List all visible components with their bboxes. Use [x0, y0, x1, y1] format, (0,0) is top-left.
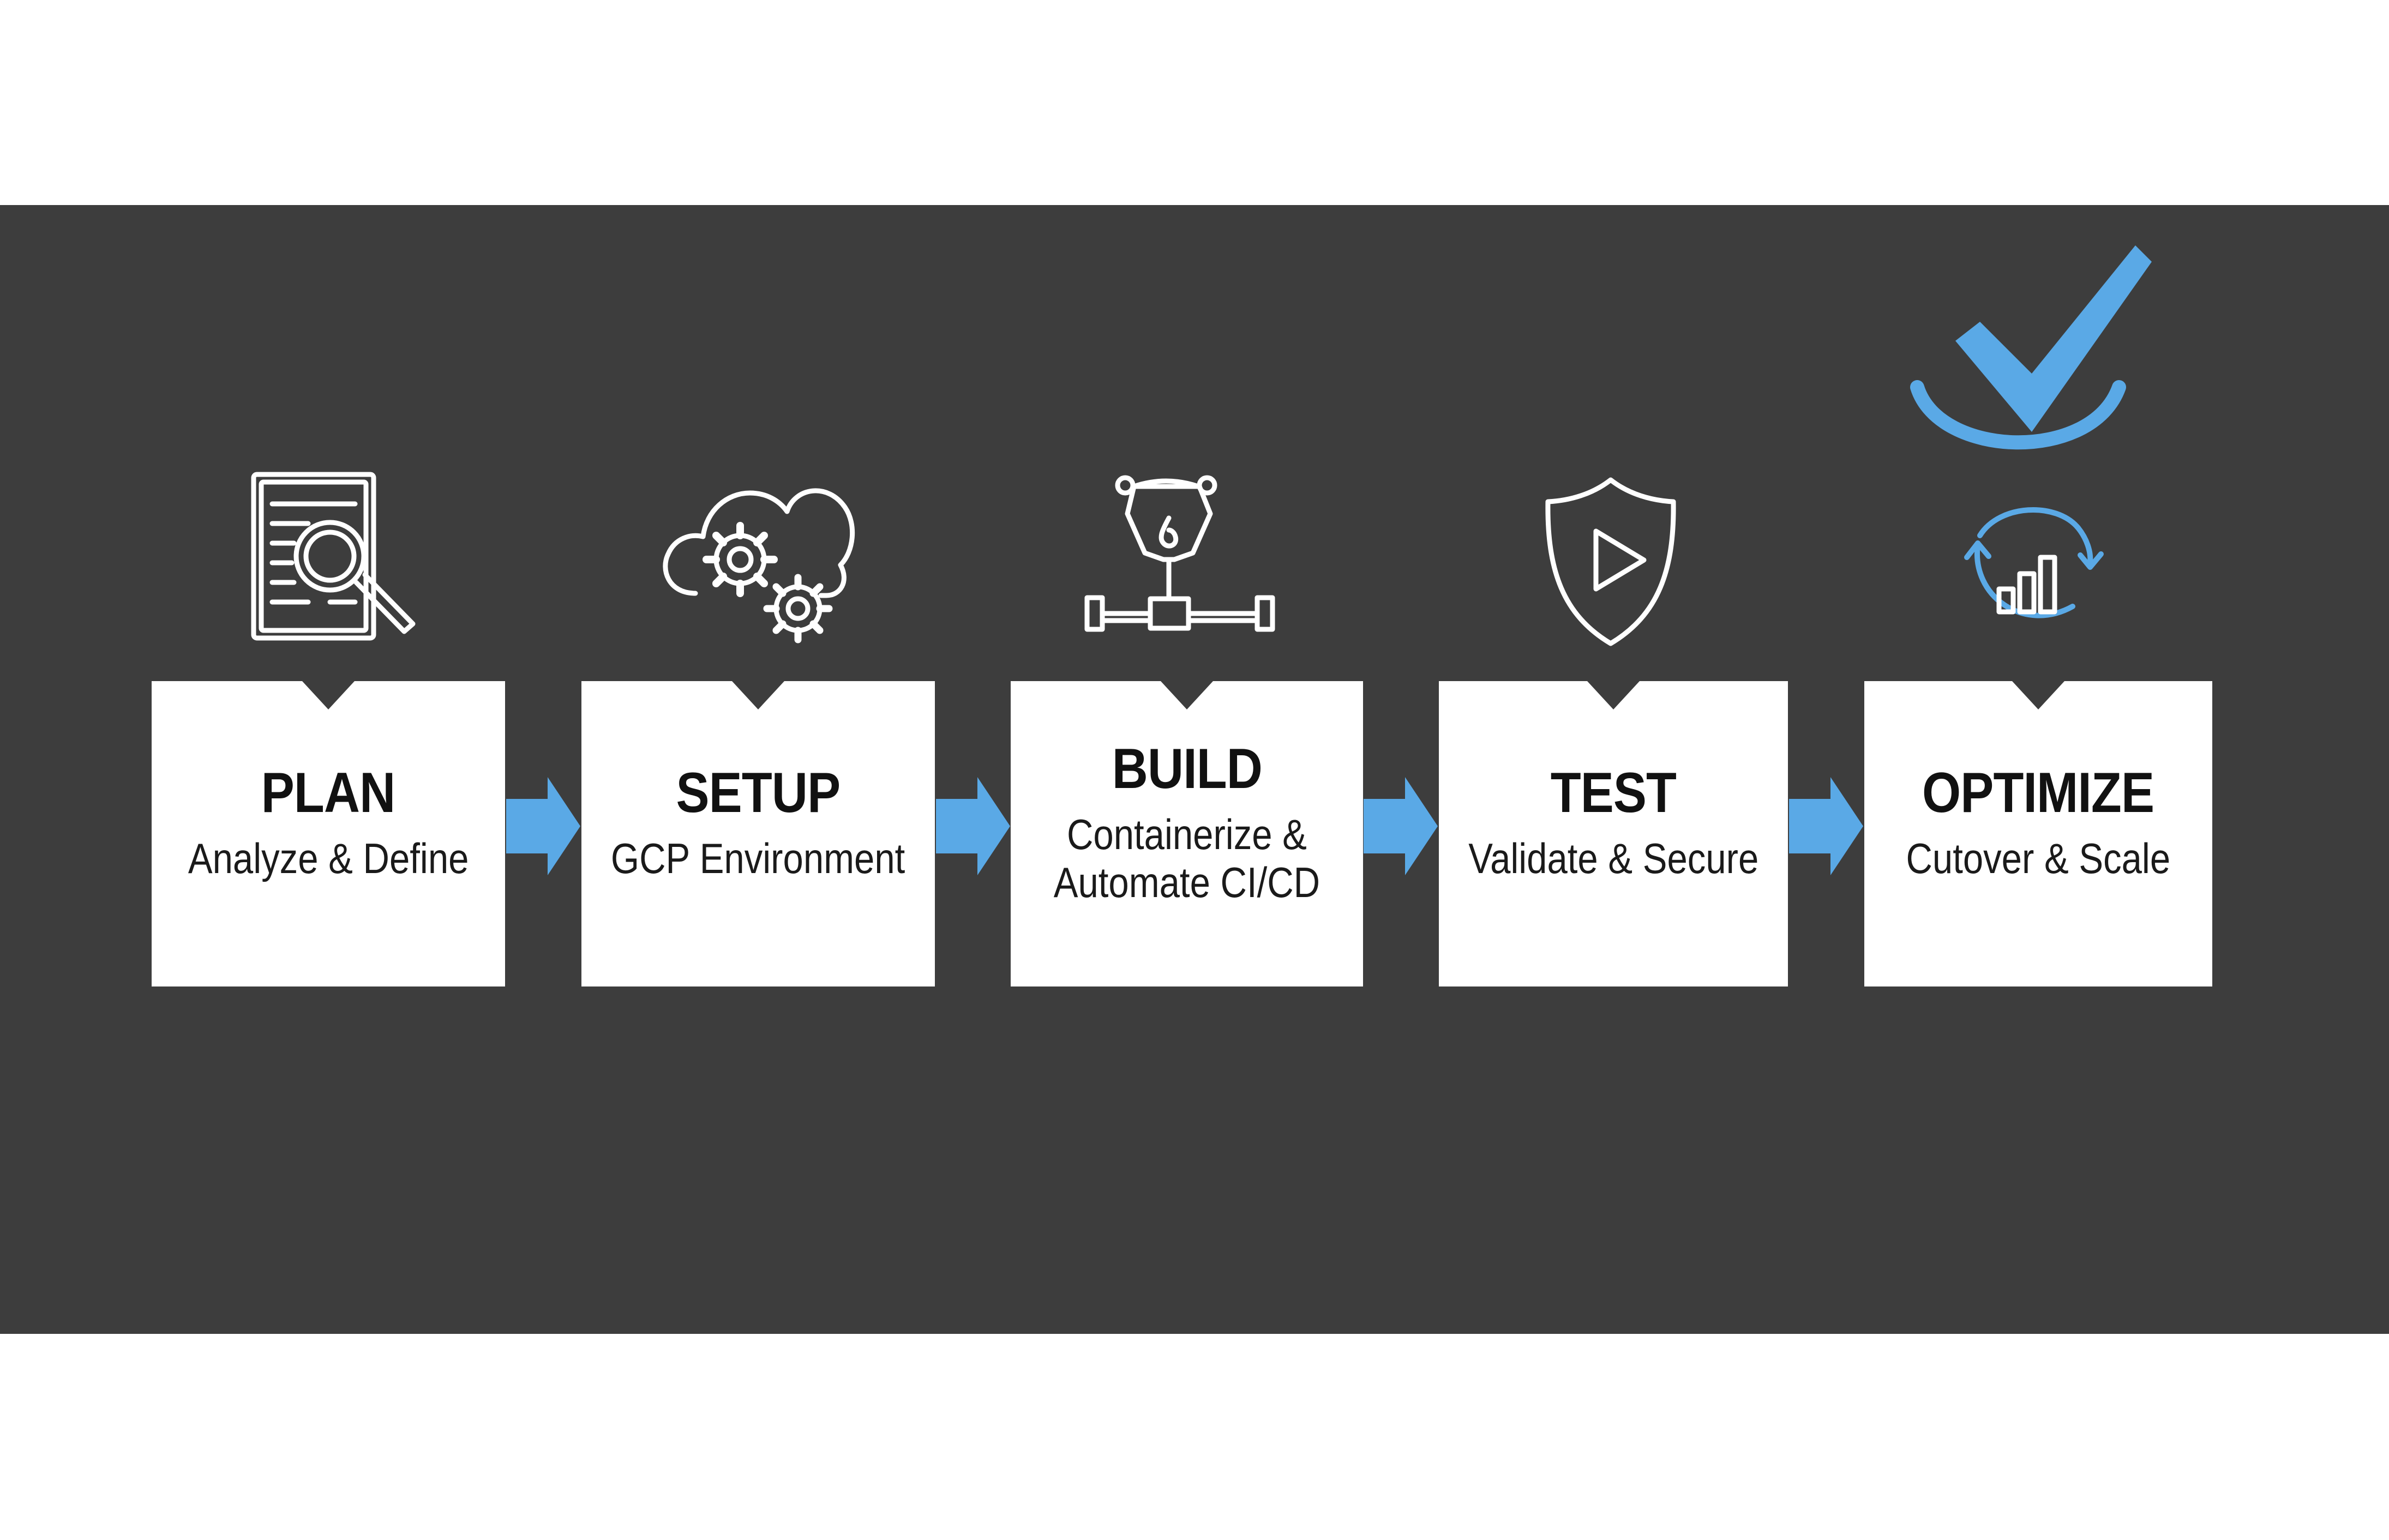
step-build: BUILD Containerize & Automate CI/CD [1011, 681, 1363, 986]
box-notch [2012, 681, 2064, 709]
cloud-gears-icon [663, 488, 855, 643]
step-subtitle: Validate & Secure [1468, 834, 1758, 882]
box-notch [732, 681, 784, 709]
step-test: TEST Validate & Secure [1439, 681, 1788, 986]
document-search-icon [251, 472, 416, 641]
arrow-right-icon [1364, 777, 1438, 875]
box-notch [1587, 681, 1640, 709]
arrow-right-icon [936, 777, 1010, 875]
step-title: PLAN [261, 761, 395, 825]
step-title: TEST [1550, 761, 1677, 825]
shield-play-icon [1545, 477, 1676, 646]
box-notch [1161, 681, 1213, 709]
step-plan: PLAN Analyze & Define [152, 681, 505, 986]
step-optimize: OPTIMIZE Cutover & Scale [1864, 681, 2212, 986]
step-title: SETUP [676, 761, 841, 825]
step-title: BUILD [1112, 737, 1262, 801]
step-title: OPTIMIZE [1922, 761, 2154, 825]
arrow-right-icon [1789, 777, 1863, 875]
step-subtitle: Analyze & Define [188, 834, 469, 882]
box-notch [302, 681, 355, 709]
arrow-right-icon [506, 777, 580, 875]
container-pipeline-icon [1084, 475, 1275, 632]
step-subtitle: Cutover & Scale [1906, 834, 2171, 882]
checkmark-icon [1910, 245, 2152, 450]
step-setup: SETUP GCP Environment [581, 681, 935, 986]
step-subtitle: Containerize & Automate CI/CD [1053, 810, 1320, 906]
chart-cycle-icon [1964, 507, 2104, 618]
step-subtitle: GCP Environment [611, 834, 905, 882]
